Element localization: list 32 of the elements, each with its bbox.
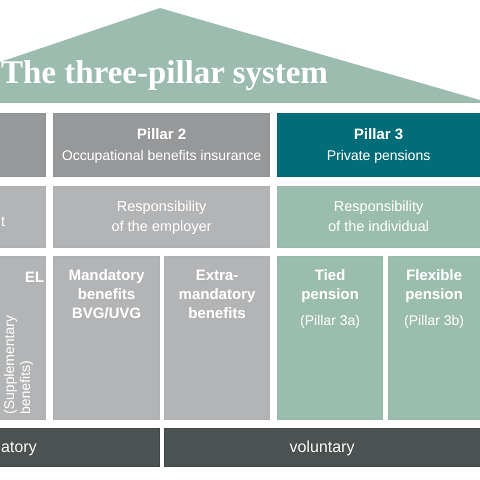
obligation-bar xyxy=(0,428,160,467)
obligation-bar xyxy=(164,428,480,467)
benefit-heading: Extra-mandatory benefits xyxy=(178,266,256,323)
responsibility-box xyxy=(53,186,270,248)
benefit-note: (Pillar 3b) xyxy=(404,311,464,329)
benefit-column xyxy=(0,256,46,420)
responsibility-box xyxy=(0,186,46,248)
benefit-heading: Mandatory benefits BVG/UVG xyxy=(68,266,146,323)
pillar-subtitle: Private pensions xyxy=(326,146,430,165)
pillar-subtitle: Occupational benefits insurance xyxy=(62,146,262,165)
benefit-column xyxy=(164,256,270,420)
responsibility-text: t xyxy=(1,213,6,232)
pillar-header-box xyxy=(0,113,46,177)
roof-shape xyxy=(0,8,480,103)
benefit-heading: EL xyxy=(24,268,44,287)
pillar-header-box xyxy=(277,113,480,177)
responsibility-text: Responsibility of the employer xyxy=(110,198,212,237)
benefit-heading: Flexible pension xyxy=(404,266,464,304)
benefit-heading: Tied pension xyxy=(300,266,360,304)
obligation-text: atory xyxy=(1,438,37,458)
obligation-text: voluntary xyxy=(290,438,354,458)
responsibility-text: Responsibility of the individual xyxy=(327,198,430,237)
responsibility-box xyxy=(277,186,480,248)
benefit-note: (Supplementary benefits) xyxy=(1,314,33,414)
pillar-header-box xyxy=(53,113,270,177)
benefit-column xyxy=(388,256,480,420)
pillar-heading: Pillar 3 xyxy=(354,125,404,144)
title-text: The three-pillar system xyxy=(1,54,328,92)
benefit-note: (Pillar 3a) xyxy=(300,311,360,329)
benefit-column xyxy=(53,256,160,420)
pillar-heading: Pillar 2 xyxy=(136,125,186,144)
benefit-column xyxy=(277,256,383,420)
